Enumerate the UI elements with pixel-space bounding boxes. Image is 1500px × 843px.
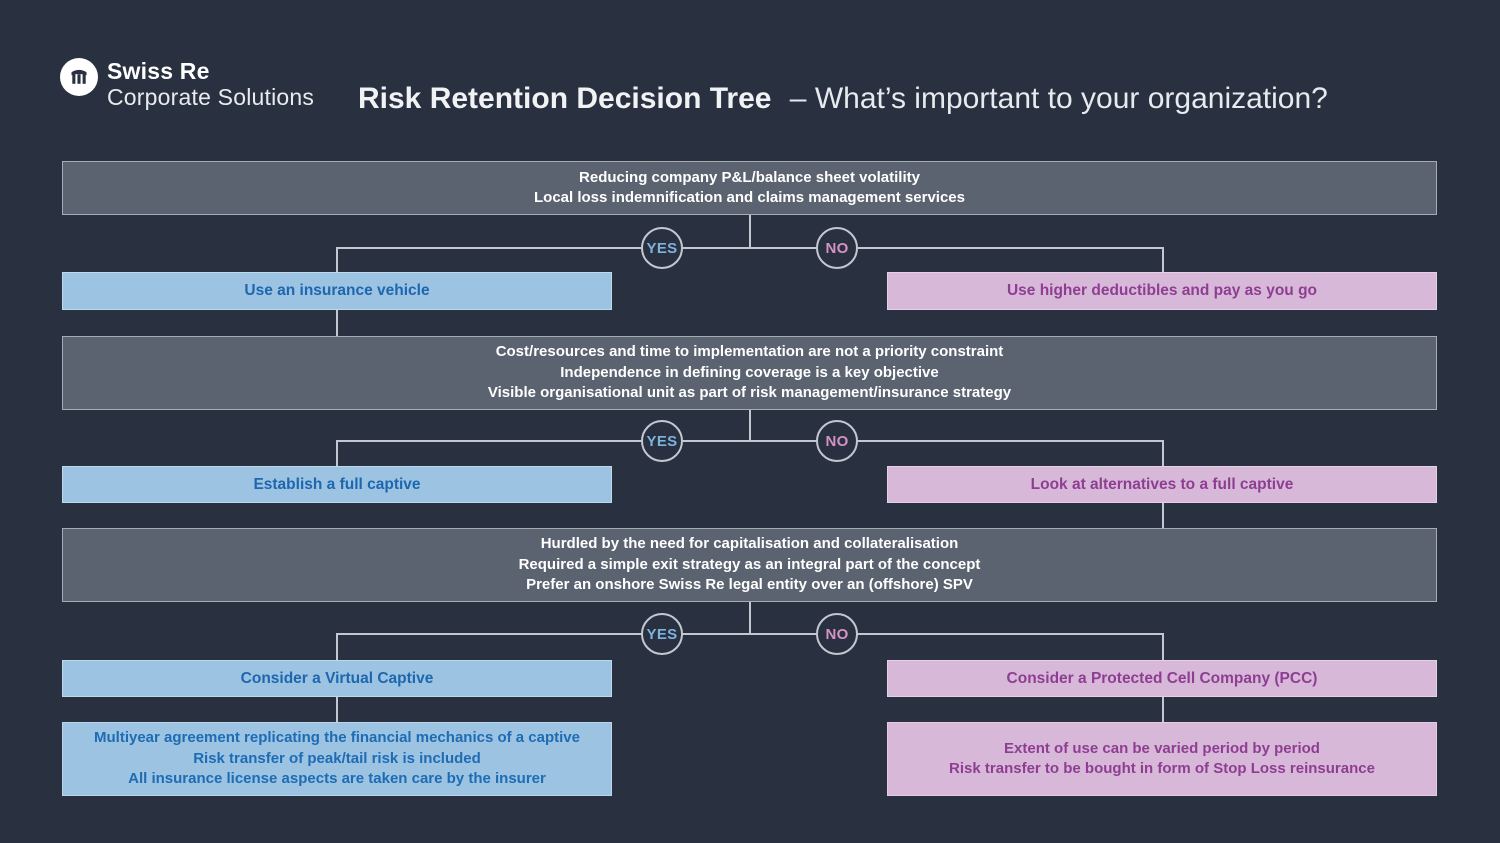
yes-node-1: YES — [641, 227, 683, 269]
no-node-1: NO — [816, 227, 858, 269]
yes-node-3: YES — [641, 613, 683, 655]
question-line: Independence in defining coverage is a k… — [560, 363, 939, 381]
no-node-2: NO — [816, 420, 858, 462]
yes-node-2: YES — [641, 420, 683, 462]
detail-line: Multiyear agreement replicating the fina… — [94, 729, 580, 747]
question-line: Prefer an onshore Swiss Re legal entity … — [526, 576, 973, 594]
connector-line — [1162, 633, 1164, 660]
question-line: Visible organisational unit as part of r… — [487, 384, 1012, 402]
connector-line — [749, 215, 751, 248]
connector-line — [336, 633, 1164, 635]
connector-line — [336, 247, 1164, 249]
no-node-3: NO — [816, 613, 858, 655]
brand-subtitle: Corporate Solutions — [107, 84, 315, 110]
detail-line: Risk transfer of peak/tail risk is inclu… — [193, 749, 481, 767]
swiss-re-parasol-icon — [60, 58, 98, 96]
question-line: Required a simple exit strategy as an in… — [518, 555, 981, 573]
question-box-3: Hurdled by the need for capitalisation a… — [62, 528, 1437, 602]
brand-logo: Swiss Re Corporate Solutions — [60, 58, 314, 110]
detail-box-virtual-captive: Multiyear agreement replicating the fina… — [62, 722, 612, 796]
answer-box-no-3: Consider a Protected Cell Company (PCC) — [887, 660, 1437, 697]
connector-line — [336, 310, 338, 336]
connector-line — [1162, 247, 1164, 273]
page-title: Risk Retention Decision Tree – What’s im… — [358, 82, 1328, 116]
question-line: Cost/resources and time to implementatio… — [495, 343, 1004, 361]
page-title-bold: Risk Retention Decision Tree — [358, 82, 772, 115]
connector-line — [336, 697, 338, 722]
detail-line: Extent of use can be varied period by pe… — [1004, 739, 1320, 757]
answer-box-yes-3: Consider a Virtual Captive — [62, 660, 612, 697]
question-line: Reducing company P&L/balance sheet volat… — [579, 168, 920, 186]
brand-name: Swiss Re — [107, 58, 210, 84]
question-line: Hurdled by the need for capitalisation a… — [540, 535, 959, 553]
connector-line — [336, 633, 338, 660]
answer-box-yes-2: Establish a full captive — [62, 466, 612, 503]
answer-box-yes-1: Use an insurance vehicle — [62, 272, 612, 310]
detail-line: Risk transfer to be bought in form of St… — [949, 760, 1375, 777]
detail-box-pcc: Extent of use can be varied period by pe… — [887, 722, 1437, 796]
connector-line — [749, 602, 751, 633]
answer-box-no-2: Look at alternatives to a full captive — [887, 466, 1437, 503]
brand-text: Swiss Re Corporate Solutions — [107, 58, 314, 110]
question-box-2: Cost/resources and time to implementatio… — [62, 336, 1437, 410]
connector-line — [749, 410, 751, 441]
detail-line: All insurance license aspects are taken … — [128, 770, 546, 788]
connector-line — [336, 247, 338, 273]
question-line: Local loss indemnification and claims ma… — [534, 189, 965, 206]
connector-line — [336, 440, 1164, 442]
answer-box-no-1: Use higher deductibles and pay as you go — [887, 272, 1437, 310]
connector-line — [336, 440, 338, 466]
page-title-rest: – What’s important to your organization? — [789, 82, 1328, 115]
question-box-1: Reducing company P&L/balance sheet volat… — [62, 161, 1437, 215]
connector-line — [1162, 440, 1164, 466]
connector-line — [1162, 697, 1164, 722]
connector-line — [1162, 503, 1164, 528]
